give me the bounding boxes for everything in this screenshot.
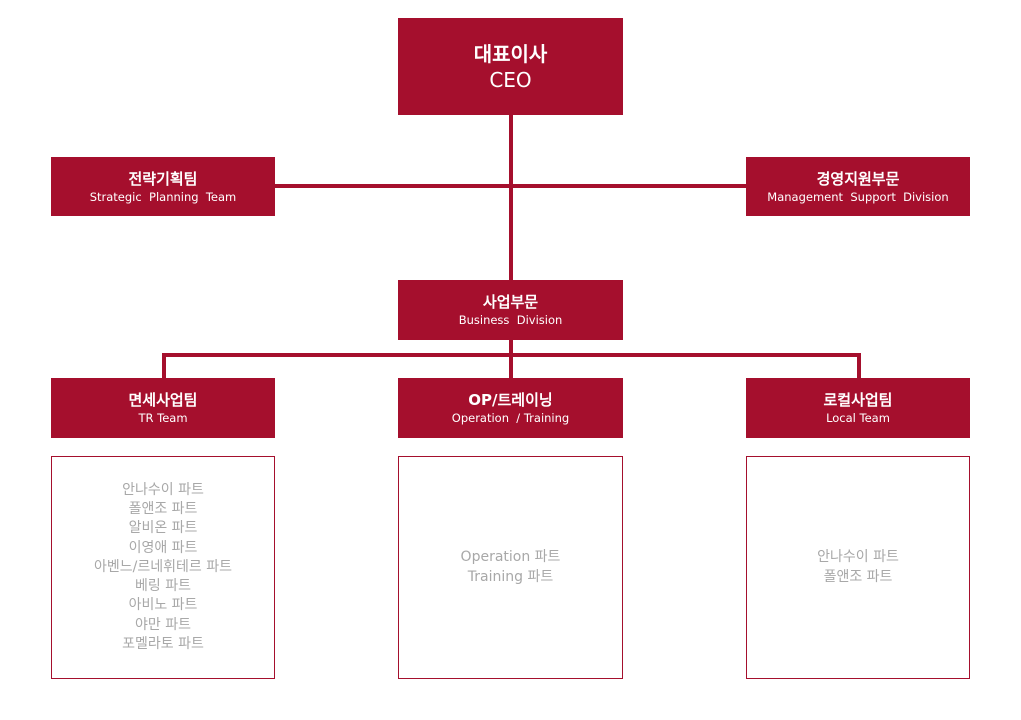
op-training-box: OP/트레이닝 Operation / Training [398, 378, 623, 438]
management-division-title-ko: 경영지원부문 [816, 169, 900, 188]
business-division-title-en: Business Division [458, 313, 563, 327]
op-training-parts-panel: Operation 파트 Training 파트 [398, 456, 623, 679]
tr-team-parts-panel: 안나수이 파트 폴앤조 파트 알비온 파트 이영애 파트 아벤느/르네휘테르 파… [51, 456, 275, 679]
op-part-item: Operation 파트 [460, 549, 561, 566]
management-division-title-en: Management Support Division [767, 189, 949, 204]
tr-part-item: 베링 파트 [135, 578, 191, 595]
local-part-item: 폴앤조 파트 [823, 568, 893, 585]
tr-part-item: 아벤느/르네휘테르 파트 [94, 558, 232, 575]
business-division-box: 사업부문 Business Division [398, 280, 623, 340]
strategy-team-title-ko: 전략기획팀 [128, 169, 198, 188]
tr-team-title-ko: 면세사업팀 [128, 391, 198, 409]
tr-team-box: 면세사업팀 TR Team [51, 378, 275, 438]
tr-part-item: 안나수이 파트 [122, 482, 204, 499]
local-team-title-ko: 로컬사업팀 [823, 391, 893, 409]
tr-part-item: 폴앤조 파트 [128, 501, 198, 518]
op-training-title-en: Operation / Training [451, 411, 570, 425]
tr-part-item: 아비노 파트 [128, 597, 198, 614]
ceo-title-en: CEO [489, 67, 532, 92]
ceo-box: 대표이사 CEO [398, 18, 623, 115]
local-team-connector [857, 353, 861, 378]
strategy-team-title-en: Strategic Planning Team [89, 189, 237, 204]
tr-team-connector [162, 353, 166, 378]
local-team-parts-panel: 안나수이 파트 폴앤조 파트 [746, 456, 970, 679]
tr-part-item: 이영애 파트 [128, 539, 198, 556]
staff-horizontal-connector [275, 184, 747, 188]
tr-part-item: 알비온 파트 [128, 520, 198, 537]
ceo-vertical-connector [509, 115, 513, 281]
tr-part-item: 포멜라토 파트 [122, 635, 204, 652]
teams-horizontal-connector [162, 353, 861, 357]
local-team-title-en: Local Team [826, 411, 890, 425]
management-division-box: 경영지원부문 Management Support Division [746, 157, 970, 216]
op-part-item: Training 파트 [467, 568, 554, 585]
op-training-title-ko: OP/트레이닝 [468, 391, 553, 409]
local-team-box: 로컬사업팀 Local Team [746, 378, 970, 438]
local-part-item: 안나수이 파트 [817, 549, 899, 566]
ceo-title-ko: 대표이사 [473, 41, 548, 66]
business-vertical-connector [509, 340, 513, 378]
strategy-team-box: 전략기획팀 Strategic Planning Team [51, 157, 275, 216]
business-division-title-ko: 사업부문 [482, 293, 539, 311]
tr-part-item: 야만 파트 [135, 616, 191, 633]
tr-team-title-en: TR Team [138, 411, 188, 425]
